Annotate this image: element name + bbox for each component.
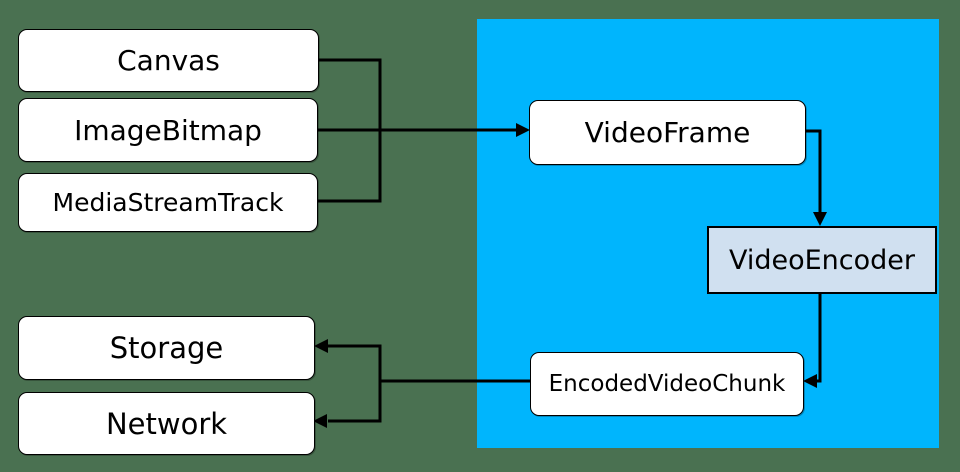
node-canvas: Canvas [18, 29, 319, 92]
node-encodedvideochunk-label: EncodedVideoChunk [548, 371, 786, 397]
node-network-label: Network [105, 406, 228, 441]
node-videoframe-label: VideoFrame [584, 116, 751, 149]
arrowhead-into-encodedvideochunk-icon [803, 374, 817, 388]
node-videoframe: VideoFrame [529, 100, 806, 165]
node-encodedvideochunk: EncodedVideoChunk [530, 352, 804, 416]
arrowhead-into-videoframe-icon [516, 123, 530, 137]
arrowhead-into-videoencoder-icon [813, 212, 827, 226]
edge-videoencoder-to-encodedvideochunk [816, 290, 822, 383]
node-videoencoder-label: VideoEncoder [728, 244, 916, 276]
node-storage-label: Storage [109, 331, 224, 365]
edge-videoframe-to-videoencoder [804, 129, 822, 213]
arrowhead-into-storage-icon [314, 339, 328, 353]
node-canvas-label: Canvas [117, 44, 220, 77]
node-imagebitmap: ImageBitmap [18, 98, 318, 162]
node-network: Network [18, 392, 315, 455]
node-storage: Storage [18, 316, 315, 380]
node-mediastreamtrack: MediaStreamTrack [18, 173, 318, 232]
arrowhead-into-network-icon [313, 414, 327, 428]
node-imagebitmap-label: ImageBitmap [74, 113, 262, 147]
node-videoencoder: VideoEncoder [707, 226, 937, 294]
node-mediastreamtrack-label: MediaStreamTrack [52, 188, 284, 217]
edge-storage-network-trunk [328, 344, 382, 423]
